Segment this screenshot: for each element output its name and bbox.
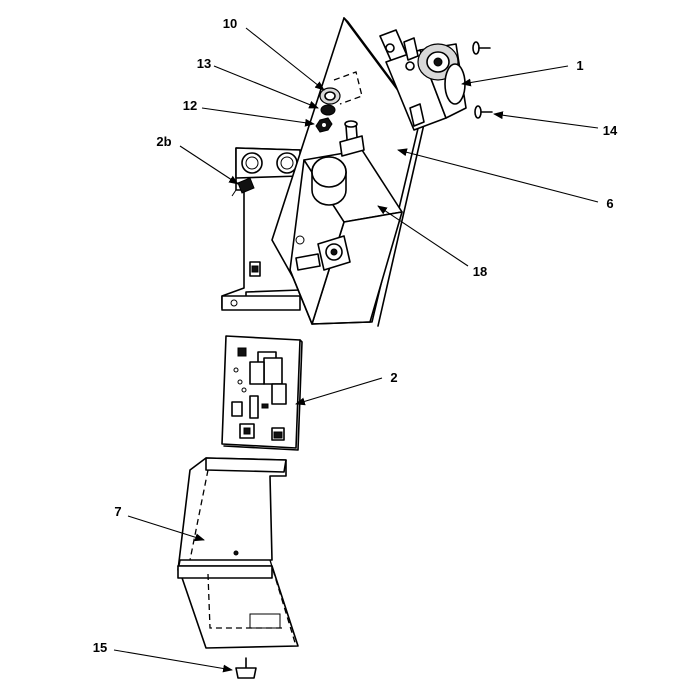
terminal-post	[339, 120, 365, 157]
nut-12	[315, 117, 333, 133]
spare-screw	[472, 41, 491, 55]
capacitor	[311, 156, 347, 206]
callout-12: 12	[183, 98, 197, 113]
callout-15: 15	[93, 640, 107, 655]
callout-13: 13	[197, 56, 211, 71]
screw-14	[474, 105, 493, 119]
grommet-10	[319, 87, 341, 105]
callout-6: 6	[606, 196, 613, 211]
upper-assembly	[221, 17, 493, 327]
callout-10: 10	[223, 16, 237, 31]
motor-assembly-1	[379, 29, 467, 131]
bracket-fastener	[231, 177, 255, 197]
back-bracket-2b	[221, 147, 301, 311]
terminal-block	[295, 235, 351, 271]
bracket-clip	[249, 261, 261, 277]
callout-labels: 10 13 12 2b 1 14 6 18 2 7 15	[93, 16, 618, 655]
callout-14: 14	[603, 123, 618, 138]
callout-7: 7	[114, 504, 121, 519]
screw-15	[235, 657, 257, 679]
callout-1: 1	[576, 58, 583, 73]
cover-7	[177, 457, 299, 649]
callout-2b: 2b	[156, 134, 171, 149]
callout-2: 2	[390, 370, 397, 385]
leader-lines	[113, 27, 599, 673]
circuit-board-2	[221, 335, 303, 451]
callout-18: 18	[473, 264, 487, 279]
grommet-13	[320, 104, 336, 116]
